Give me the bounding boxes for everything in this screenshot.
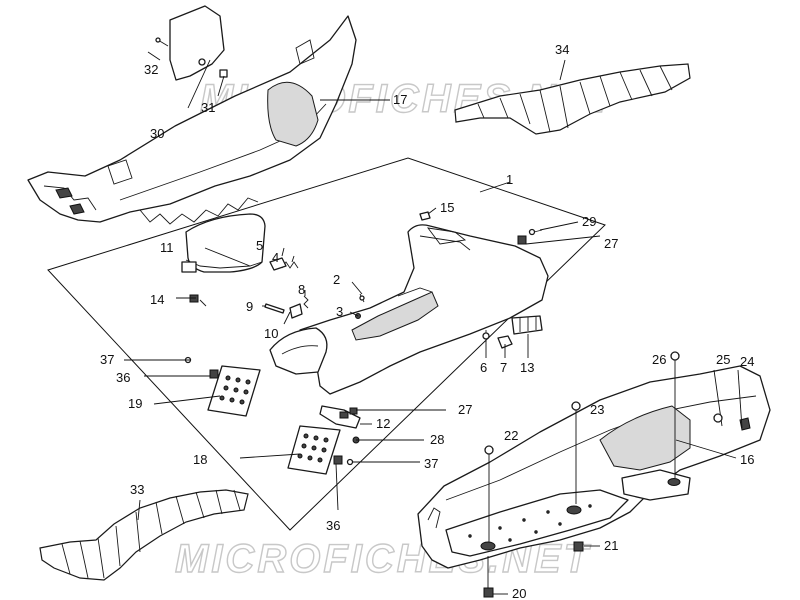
callout-labels: 32 31 30 17 34 1 15 29 11 5 4 27 2 8 14 … (100, 42, 754, 600)
callout-11: 11 (160, 240, 174, 255)
callout-20: 20 (512, 586, 526, 600)
callout-4: 4 (272, 250, 279, 265)
callout-23: 23 (590, 402, 604, 417)
part-18-footrest (287, 425, 341, 475)
part-1-center-body (269, 224, 549, 395)
part-33-mat (39, 489, 249, 581)
callout-19: 19 (128, 396, 142, 411)
part-8-spring (303, 295, 309, 309)
callout-31: 31 (201, 100, 215, 115)
part-24-screw (737, 369, 743, 429)
leader-lines (124, 51, 737, 595)
callout-1: 1 (506, 172, 513, 187)
part-23-screw (571, 401, 581, 504)
callout-27-mid: 27 (458, 402, 472, 417)
callout-6: 6 (480, 360, 487, 375)
part-22-screw (484, 445, 494, 542)
part-32-screw (155, 37, 169, 47)
part-36-clip-b (333, 455, 343, 465)
callout-37-bottom: 37 (424, 456, 438, 471)
part-5-bracket (269, 257, 287, 271)
part-13-bracket (511, 315, 543, 335)
callout-36-bottom: 36 (326, 518, 340, 533)
callout-32: 32 (144, 62, 158, 77)
part-17-side-cover (27, 15, 357, 225)
callout-30: 30 (150, 126, 164, 141)
part-19-footrest (207, 365, 261, 417)
part-34-mat (454, 63, 691, 135)
assembly-frame (47, 157, 606, 531)
callout-13: 13 (520, 360, 534, 375)
callout-9: 9 (246, 299, 253, 314)
callout-29: 29 (582, 214, 596, 229)
callout-2: 2 (333, 272, 340, 287)
callout-18: 18 (193, 452, 207, 467)
part-26-screw (670, 351, 680, 478)
callout-16: 16 (740, 452, 754, 467)
part-10-latch (289, 303, 303, 319)
part-12-bracket (319, 405, 361, 429)
part-21-clip (573, 541, 584, 552)
callout-34: 34 (555, 42, 569, 57)
part-15-clip (419, 211, 431, 221)
callout-15: 15 (440, 200, 454, 215)
part-37-screw-b (346, 458, 354, 466)
callout-21: 21 (604, 538, 618, 553)
callout-3: 3 (336, 304, 343, 319)
part-30-panel (169, 5, 225, 81)
part-11-pad (181, 213, 266, 273)
callout-27-top: 27 (604, 236, 618, 251)
part-14-clip (189, 294, 207, 307)
part-20-clip (483, 556, 494, 598)
callout-5: 5 (256, 238, 263, 253)
callout-8: 8 (298, 282, 305, 297)
part-27-clip-top (517, 235, 527, 245)
part-31-clip (219, 69, 228, 78)
part-27-clip-mid (349, 407, 358, 415)
callout-14: 14 (150, 292, 164, 307)
part-7-clip (497, 335, 513, 349)
part-16-floor-pan (417, 365, 771, 569)
part-25-screw (713, 369, 723, 427)
callout-10: 10 (264, 326, 278, 341)
callout-37-top: 37 (100, 352, 114, 367)
part-30-grommet (198, 58, 206, 66)
callout-36-top: 36 (116, 370, 130, 385)
callout-33: 33 (130, 482, 144, 497)
callout-17: 17 (393, 92, 407, 107)
part-36-clip-a (209, 369, 219, 379)
callout-7: 7 (500, 360, 507, 375)
callout-24: 24 (740, 354, 754, 369)
part-2-screw (359, 293, 365, 303)
callout-28: 28 (430, 432, 444, 447)
callout-22: 22 (504, 428, 518, 443)
part-9-pin (264, 303, 285, 314)
callout-25: 25 (716, 352, 730, 367)
callout-12: 12 (376, 416, 390, 431)
part-29-screw (528, 228, 543, 236)
callout-26: 26 (652, 352, 666, 367)
